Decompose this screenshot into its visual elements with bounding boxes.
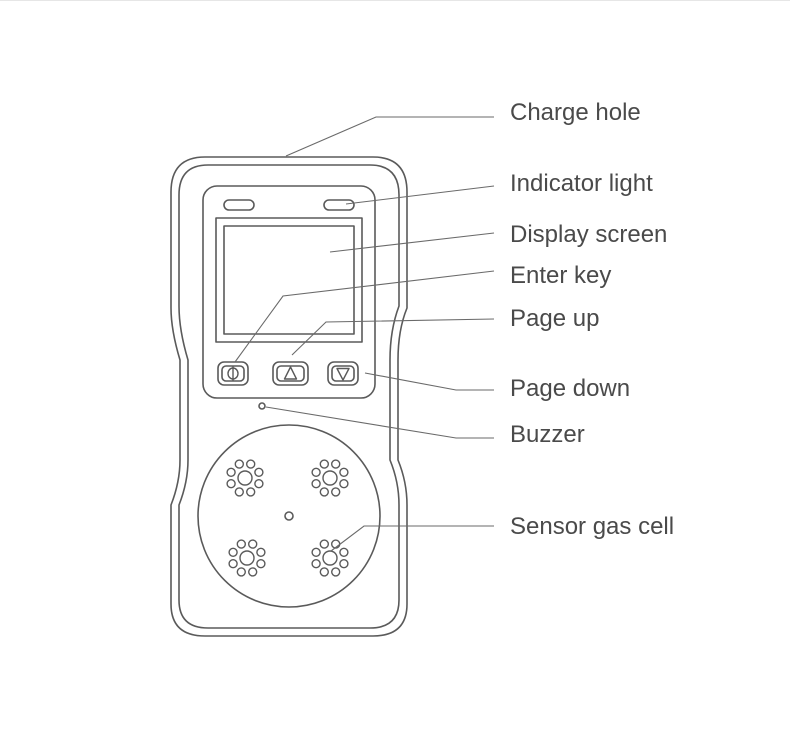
sensor-vent-cluster: [226, 459, 264, 497]
indicator-light-left: [223, 199, 255, 211]
display-screen: [223, 225, 355, 335]
page-down-key[interactable]: [327, 361, 359, 386]
triangle-up-icon: [283, 366, 298, 380]
device-housing-outer: [170, 156, 408, 637]
leader-page-up: [291, 318, 495, 356]
sensor-vents: [226, 459, 349, 577]
sensor-center-dot: [284, 511, 294, 521]
triangle-down-icon: [336, 367, 350, 381]
page-up-key[interactable]: [272, 361, 309, 386]
label-indicator-light: Indicator light: [510, 170, 653, 197]
leader-buzzer: [265, 406, 494, 439]
leader-enter-key: [234, 270, 495, 363]
leader-page-down: [364, 372, 494, 391]
sensor-vent-cluster: [311, 539, 349, 577]
buzzer-hole: [258, 402, 266, 410]
display-screen-frame: [215, 217, 363, 343]
label-sensor-gas-cell: Sensor gas cell: [510, 513, 675, 540]
indicator-light-right: [323, 199, 355, 211]
label-enter-key: Enter key: [510, 262, 612, 289]
sensor-vent-cluster: [228, 539, 266, 577]
device-housing-inner: [178, 164, 400, 629]
sensor-vent-cluster: [311, 459, 349, 497]
front-panel: [202, 185, 376, 399]
leader-sensor-gas-cell: [330, 525, 494, 552]
leader-charge-hole: [285, 116, 494, 157]
leader-indicator-light: [345, 185, 495, 205]
top-divider: [0, 0, 790, 1]
label-page-up: Page up: [510, 305, 600, 332]
label-page-down: Page down: [510, 375, 631, 402]
label-buzzer: Buzzer: [510, 421, 585, 448]
enter-key[interactable]: [217, 361, 249, 386]
label-display-screen: Display screen: [510, 221, 668, 248]
sensor-disc: [197, 424, 381, 608]
power-icon: [227, 366, 239, 381]
label-charge-hole: Charge hole: [510, 99, 641, 126]
leader-display-screen: [329, 232, 495, 253]
